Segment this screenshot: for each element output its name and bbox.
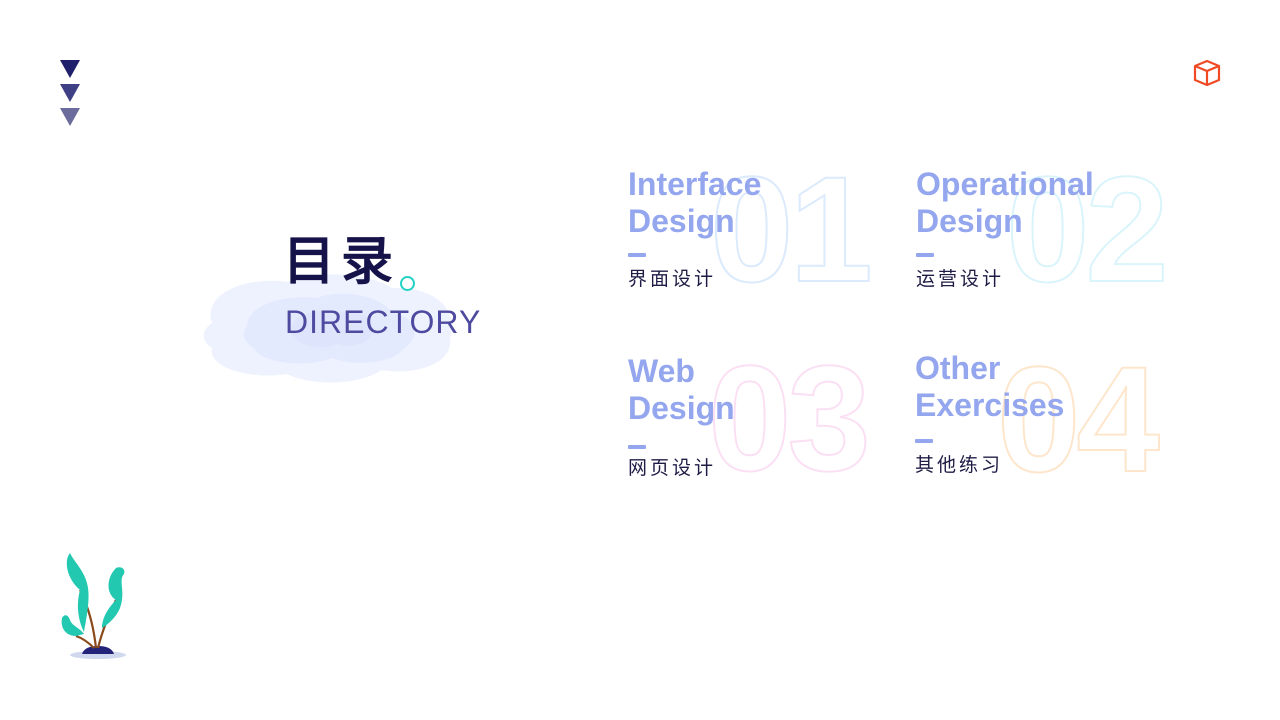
- directory-item-interface-design[interactable]: 01 Interface Design 界面设计: [628, 153, 888, 306]
- item-number: 02: [1005, 145, 1170, 313]
- cube-icon: [1191, 58, 1223, 88]
- directory-item-operational-design[interactable]: 02 Operational Design 运营设计: [916, 153, 1176, 306]
- item-subtitle: 运营设计: [916, 268, 1005, 290]
- item-number: 03: [707, 334, 872, 502]
- item-dash: [628, 445, 646, 449]
- page-title-en: DIRECTORY: [285, 304, 482, 340]
- item-number: 04: [996, 335, 1161, 503]
- item-subtitle: 其他练习: [915, 454, 1004, 476]
- item-heading: Interface Design: [628, 166, 762, 239]
- item-subtitle: 界面设计: [628, 268, 717, 290]
- item-dash: [628, 253, 646, 257]
- plant-icon: [58, 550, 130, 662]
- item-number: 01: [709, 145, 874, 313]
- triangle-stack-icon: [58, 58, 82, 130]
- cloud-decoration: [192, 268, 462, 388]
- accent-dot: [400, 276, 415, 291]
- item-heading: Operational Design: [916, 166, 1094, 239]
- item-heading: Web Design: [628, 353, 735, 426]
- directory-item-web-design[interactable]: 03 Web Design 网页设计: [628, 342, 888, 494]
- page-title-zh: 目录: [283, 232, 400, 292]
- item-heading: Other Exercises: [915, 350, 1065, 423]
- directory-item-other-exercises[interactable]: 04 Other Exercises 其他练习: [915, 343, 1175, 495]
- item-dash: [916, 253, 934, 257]
- item-dash: [915, 439, 933, 443]
- item-subtitle: 网页设计: [628, 457, 717, 479]
